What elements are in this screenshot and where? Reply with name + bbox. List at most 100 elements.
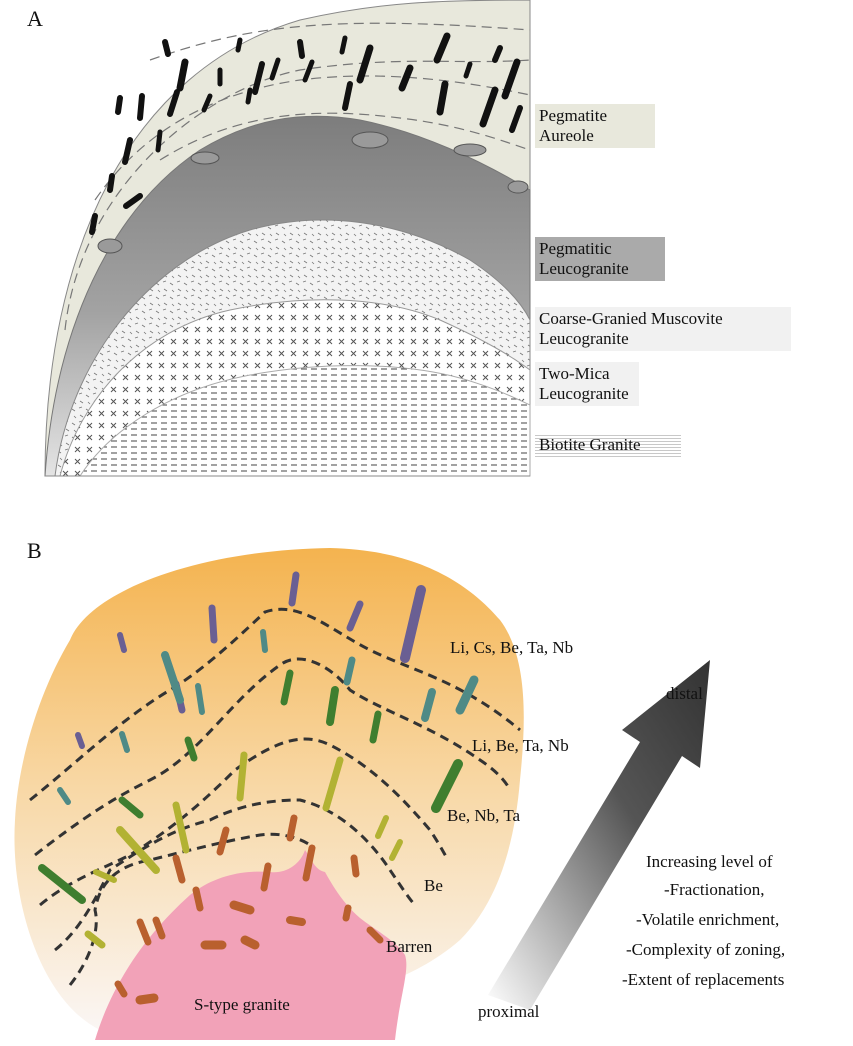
zone2-dike	[343, 656, 356, 686]
zone2-dike	[260, 629, 268, 653]
zone3-dike	[38, 864, 86, 904]
zone1-dike	[400, 585, 426, 663]
zone-boundary-4	[54, 798, 417, 952]
legend-two-mica-leucogranite: Two-Mica Leucogranite	[535, 362, 639, 406]
biotite-granite-zone	[79, 365, 531, 477]
pegmatite-dike	[297, 39, 305, 59]
zone3-dike	[431, 759, 463, 813]
zone2-dike	[57, 787, 71, 805]
zone4-dike	[116, 826, 160, 874]
zone5-dike	[135, 993, 159, 1005]
pegmatite-dike	[107, 173, 115, 193]
arrow-proximal-label: proximal	[478, 1002, 540, 1021]
pegmatite-dike	[123, 193, 143, 209]
zone-boundary-1	[29, 607, 521, 802]
zone1-dike	[288, 571, 300, 607]
zone-boundary-3	[39, 737, 450, 907]
pegmatite-dike	[89, 213, 98, 235]
zone-boundaries	[29, 607, 521, 986]
zone1-dike	[208, 604, 218, 644]
zone5-dike	[366, 926, 384, 944]
trend-line-4: -Complexity of zoning,	[626, 940, 786, 959]
zone5-dike	[136, 918, 152, 946]
legend-pegmatite-aureole: Pegmatite Aureole	[535, 104, 655, 148]
zone5-dike	[342, 904, 352, 922]
zone4-dike	[375, 815, 389, 839]
pegmatite-dike	[398, 64, 414, 92]
pegmatite-dike	[245, 87, 253, 105]
trend-line-3: -Volatile enrichment,	[636, 910, 780, 929]
zone2-label: Li, Be, Ta, Nb	[472, 736, 569, 755]
zone3-dike	[280, 669, 294, 706]
panel-b-letter: B	[27, 538, 42, 563]
pegmatite-dikes	[89, 32, 523, 235]
panel-a: A	[27, 0, 531, 477]
zone5-dike	[114, 980, 128, 998]
legend-coarse-grained-muscovite: Coarse-Granied Muscovite Leucogranite	[535, 307, 791, 351]
pegmatite-pod	[190, 151, 220, 165]
pegmatite-dike	[492, 45, 503, 63]
pegmatite-dike	[167, 89, 180, 117]
pegmatite-dike	[269, 57, 281, 81]
zone5-dike	[192, 886, 204, 912]
zone2-dike	[421, 688, 436, 722]
pegmatite-dike	[342, 81, 353, 111]
zone5-dike	[172, 854, 186, 884]
zone4-dikes	[84, 751, 403, 949]
zone1-label: Li, Cs, Be, Ta, Nb	[450, 638, 574, 657]
pegmatite-dike	[115, 95, 123, 115]
zone4-dike	[93, 869, 117, 883]
zone5-dike	[260, 862, 272, 892]
legend-biotite-granite: Biotite Granite	[535, 433, 681, 457]
legend-pegmatitic-leucogranite: Pegmatitic Leucogranite	[535, 237, 665, 281]
pegmatite-dike	[501, 58, 521, 100]
s-type-granite-label: S-type granite	[194, 995, 290, 1014]
pegmatite-dike	[162, 39, 171, 57]
zone5-dike	[229, 900, 255, 915]
pegmatite-dike	[433, 32, 451, 64]
pegmatite-dike	[176, 58, 189, 92]
zone1-dike	[346, 600, 364, 632]
trend-line-1: Increasing level of	[646, 852, 773, 871]
zone5-dike	[286, 916, 306, 926]
aureole-pods	[97, 131, 529, 254]
trend-line-2: -Fractionation,	[664, 880, 765, 899]
pegmatite-dike	[479, 86, 499, 128]
host-rock-background	[14, 548, 524, 1030]
aureole-dashed-line	[149, 22, 531, 61]
zone2-dikes	[57, 629, 479, 805]
pegmatite-dike	[509, 105, 523, 133]
zone4-dike	[172, 801, 190, 854]
zone4-dike	[84, 930, 106, 949]
pegmatite-dike	[122, 137, 133, 165]
pegmatite-dike	[155, 129, 163, 153]
zone2-dike	[455, 675, 479, 715]
zone5-dike	[240, 935, 260, 950]
zone3-dikes	[38, 669, 463, 904]
trend-line-5: -Extent of replacements	[622, 970, 785, 989]
zone5-dikes	[114, 814, 384, 1005]
zone2-dike	[119, 731, 130, 753]
pegmatite-dike	[252, 61, 265, 95]
zone5-dike	[350, 854, 360, 878]
zone5-dike	[286, 814, 298, 842]
zone4-dike	[389, 839, 403, 861]
pegmatite-pod	[351, 131, 389, 149]
aureole-dashed-line	[94, 75, 531, 201]
zone4-dike	[236, 751, 248, 802]
zone5-label: Barren	[386, 937, 433, 956]
zone5-dike	[152, 916, 166, 940]
zone3-label: Be, Nb, Ta	[447, 806, 521, 825]
zone3-dike	[184, 736, 198, 762]
pegmatite-dike	[436, 80, 449, 116]
pegmatite-pod	[507, 180, 529, 194]
panel-a-letter: A	[27, 6, 43, 31]
pegmatite-dike	[339, 35, 348, 55]
pegmatite-dike	[302, 59, 315, 83]
zone3-dike	[369, 710, 382, 744]
pegmatite-pod	[453, 143, 487, 157]
pegmatite-dike	[356, 44, 374, 84]
pegmatite-dike	[463, 61, 473, 79]
zone1-dike	[75, 732, 85, 749]
